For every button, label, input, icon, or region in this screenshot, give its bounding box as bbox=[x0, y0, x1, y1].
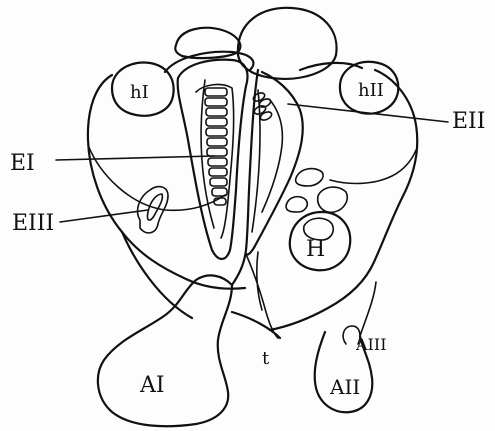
label-a1: AI bbox=[139, 373, 165, 398]
label-e3: EIII bbox=[12, 211, 54, 236]
segment-rows-e1 bbox=[205, 88, 227, 205]
label-h2: hII bbox=[358, 80, 384, 101]
label-a2: AII bbox=[329, 375, 360, 399]
structure-h-fold bbox=[286, 197, 307, 212]
label-e2: EII bbox=[452, 109, 485, 134]
right-body-inner-curve bbox=[330, 150, 416, 183]
leader-e2 bbox=[288, 104, 448, 122]
left-organ-outline bbox=[178, 60, 248, 259]
label-t: t bbox=[262, 348, 270, 369]
label-a3: AIII bbox=[355, 335, 387, 354]
right-organ-inner bbox=[262, 100, 282, 212]
segment-rows-e2 bbox=[252, 91, 273, 121]
lobe-a2-stalk bbox=[360, 282, 376, 336]
label-e1: EI bbox=[10, 151, 35, 176]
structure-h-top-bulbs bbox=[296, 169, 348, 213]
label-h: H bbox=[306, 237, 325, 262]
leader-e3 bbox=[60, 210, 148, 222]
right-body-outline bbox=[270, 70, 417, 330]
label-h1: hI bbox=[130, 82, 149, 103]
structure-e3 bbox=[138, 187, 168, 233]
